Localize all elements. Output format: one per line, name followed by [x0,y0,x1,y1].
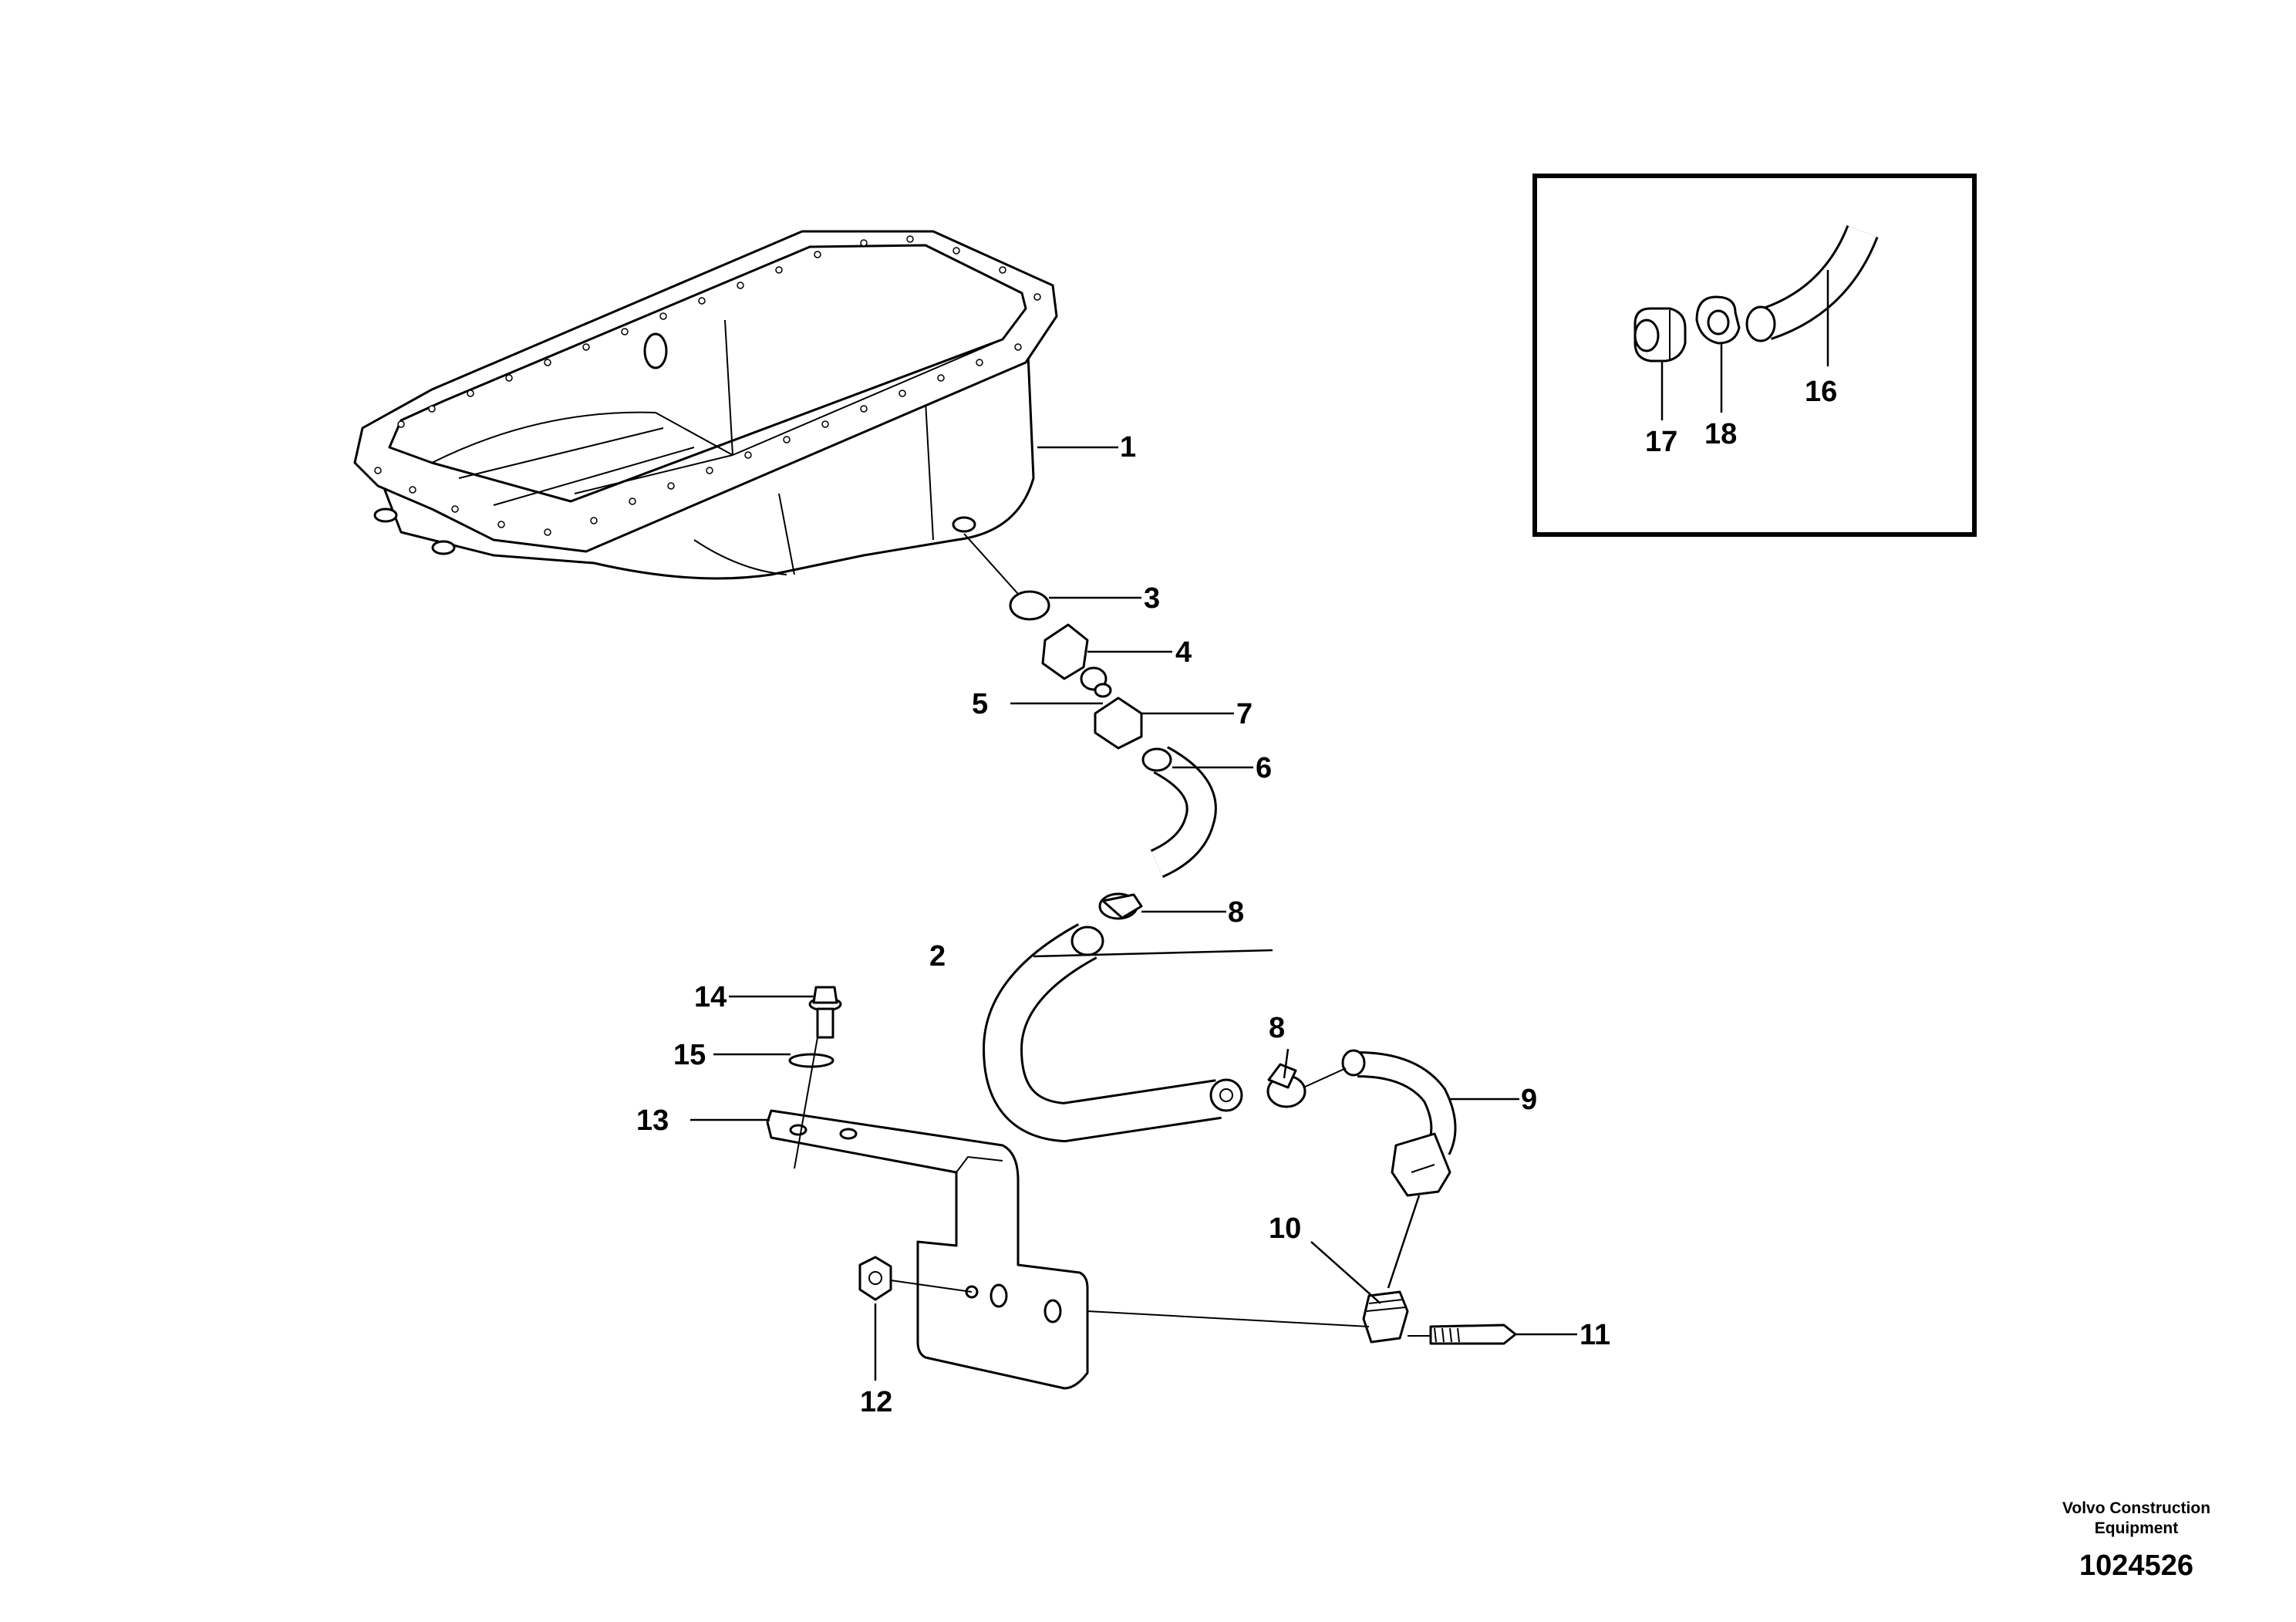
washer[interactable] [788,1053,834,1068]
label-10: 10 [1269,1212,1301,1245]
label-6: 6 [1256,752,1272,784]
hose-clamp-lower[interactable] [1266,1063,1306,1108]
label-5: 5 [972,688,988,720]
label-3: 3 [1144,582,1160,615]
label-4: 4 [1175,636,1192,669]
label-1: 1 [1120,431,1136,464]
hose-detail[interactable] [1745,224,1879,342]
pipe-connector[interactable] [1362,1290,1409,1344]
label-11: 11 [1580,1319,1610,1351]
label-17: 17 [1645,426,1677,458]
union-nut[interactable] [1094,696,1143,750]
label-2: 2 [929,940,946,973]
label-18: 18 [1704,418,1737,450]
flange-bolt[interactable] [808,986,842,1039]
adapter-nipple[interactable] [1041,623,1108,691]
plug-detail[interactable] [1633,307,1687,363]
brand-line-2: Equipment [2095,1519,2179,1537]
label-13: 13 [636,1104,669,1137]
stud-bolt[interactable] [1429,1324,1517,1345]
sealing-washer[interactable] [1094,683,1112,698]
hose-with-fitting[interactable] [1341,1049,1457,1289]
flange-nut[interactable] [858,1256,892,1301]
brand-line-1: Volvo Construction [2062,1499,2210,1517]
label-7: 7 [1236,698,1253,730]
document-number: 1024526 [2079,1549,2193,1582]
label-12: 12 [860,1386,892,1418]
label-8-upper: 8 [1228,896,1244,929]
elbow-hose[interactable] [1141,746,1217,878]
o-ring[interactable] [1009,590,1050,621]
oil-pan[interactable] [353,230,1058,580]
label-9: 9 [1521,1084,1537,1116]
hose-clamp-detail[interactable] [1695,295,1741,345]
detail-inset [1532,174,1977,537]
mounting-bracket[interactable] [766,1109,1089,1390]
hose-clamp-upper[interactable] [1098,892,1143,920]
label-15: 15 [673,1039,706,1071]
label-16: 16 [1805,376,1837,408]
oil-hose[interactable] [982,923,1243,1143]
label-14: 14 [694,981,727,1013]
flange-bolt-holes [374,235,1041,536]
label-8-lower: 8 [1269,1012,1285,1044]
